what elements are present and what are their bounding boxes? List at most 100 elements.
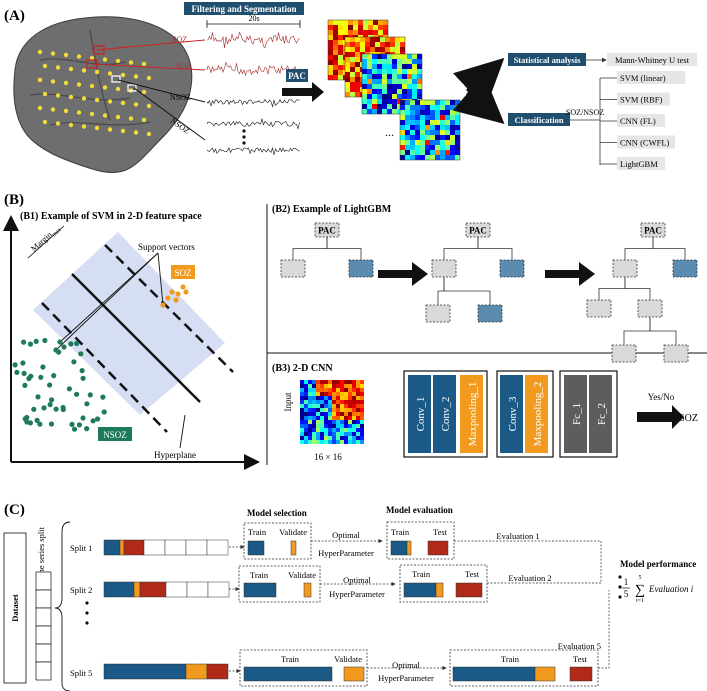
input-cell [324, 384, 328, 388]
filter-title: Filtering and Segmentation [192, 4, 297, 14]
heatmap-cell [455, 155, 460, 160]
heatmap-cell [417, 94, 422, 99]
heatmap-cell [440, 130, 445, 135]
heatmap-cell [405, 105, 410, 110]
heatmap-cell [397, 104, 402, 109]
input-cell [352, 388, 356, 392]
heatmap-cell [395, 42, 400, 47]
svm-points [12, 284, 189, 432]
input-cell [356, 428, 360, 432]
heatmap-cell [402, 64, 407, 69]
heatmap-frame [399, 99, 461, 161]
heatmap-cell [338, 40, 343, 45]
validate-label: Validate [334, 654, 362, 664]
input-cell [324, 408, 328, 412]
tree-edge [624, 277, 651, 300]
heatmap-cell [420, 140, 425, 145]
split-segment [569, 666, 593, 682]
eval-line [454, 540, 602, 583]
input-cell [356, 392, 360, 396]
heatmap-cell [378, 25, 383, 30]
input-cell [308, 412, 312, 416]
input-cell [336, 384, 340, 388]
heatmap-cell [395, 37, 400, 42]
heatmap-cell [440, 120, 445, 125]
evaluation-label: Evaluation 2 [508, 573, 551, 583]
electrode-dot [94, 97, 100, 103]
heatmap-cell [350, 82, 355, 87]
input-cell [304, 384, 308, 388]
input-cell [344, 400, 348, 404]
heatmap-cell [430, 155, 435, 160]
heatmap-cell [348, 25, 353, 30]
input-cell [308, 404, 312, 408]
heatmap-cell [350, 62, 355, 67]
input-cell [360, 400, 364, 404]
heatmap-cell [362, 89, 367, 94]
input-cell [360, 412, 364, 416]
heatmap-cell [358, 25, 363, 30]
heatmap-cell [350, 52, 355, 57]
cnn-layer [564, 375, 587, 453]
input-cell [312, 380, 316, 384]
heatmap-cell [450, 145, 455, 150]
heatmap-cell [355, 77, 360, 82]
heatmap-cell [372, 69, 377, 74]
heatmap-cell [420, 110, 425, 115]
heatmap-cell [440, 140, 445, 145]
optimal-label: Optimal [343, 575, 371, 585]
split-segment [403, 582, 437, 598]
heatmap-cell [360, 47, 365, 52]
input-cell [328, 404, 332, 408]
input-cell [312, 384, 316, 388]
input-cell [332, 380, 336, 384]
nsoz-point [21, 370, 27, 376]
test-label: Test [465, 569, 480, 579]
nsoz-point [60, 404, 66, 411]
pac-arrow [282, 82, 324, 102]
split-segment [185, 539, 208, 556]
electrode-dot [55, 65, 61, 70]
heatmap-cell [425, 145, 430, 150]
heatmap-cell [390, 42, 395, 47]
electrode-dot [63, 52, 69, 58]
soz-point [180, 284, 186, 290]
heatmap-cell [355, 82, 360, 87]
panel-c-label: (C) [4, 502, 25, 518]
channel-label-1: SOZ [172, 35, 187, 44]
split-segment [186, 581, 209, 598]
split-segment [207, 581, 230, 598]
heatmap-cell [345, 92, 350, 97]
cnn-block-3 [559, 370, 618, 458]
heatmap-cell [415, 135, 420, 140]
input-cell [332, 412, 336, 416]
heatmap-cell [345, 77, 350, 82]
electrode-dot [50, 79, 56, 84]
input-cell [328, 440, 332, 444]
heatmap-cell [362, 104, 367, 109]
heatmap-cell [372, 104, 377, 109]
heatmap-cell [412, 64, 417, 69]
heatmap-cell [377, 59, 382, 64]
heatmap-cell [445, 115, 450, 120]
input-cell [308, 408, 312, 412]
electrode-dot [120, 100, 126, 106]
heatmap-cell [397, 99, 402, 104]
input-cell [328, 384, 332, 388]
heatmap-cell [372, 84, 377, 89]
input-cell [356, 436, 360, 440]
input-cell [312, 424, 316, 428]
heatmap-cell [402, 89, 407, 94]
heatmap-cell [358, 30, 363, 35]
class-label: Classification [514, 115, 563, 125]
heatmap-cell [400, 140, 405, 145]
nsoz-point [87, 392, 93, 398]
heatmap-cell [350, 42, 355, 47]
input-cell [320, 408, 324, 412]
classifier-label: CNN (CWFL) [620, 138, 670, 148]
tree-node [637, 299, 663, 318]
input-cell [328, 412, 332, 416]
input-cell [344, 388, 348, 392]
heatmap-cell [435, 155, 440, 160]
